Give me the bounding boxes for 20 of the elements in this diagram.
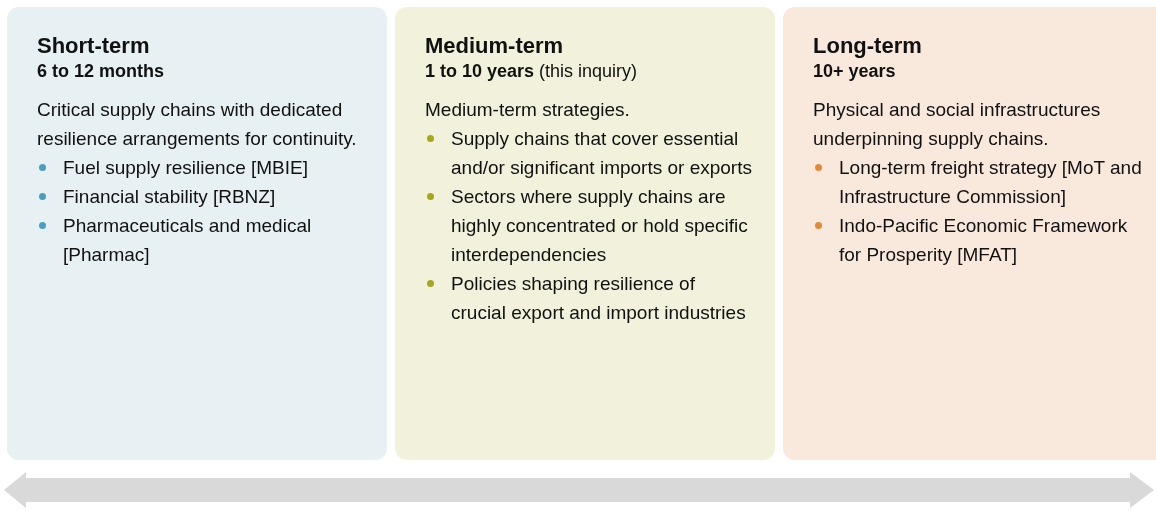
panel-heading: Short-term [37, 33, 151, 59]
bullet-item: Indo-Pacific Economic Framework for Prosperity [MFAT] [813, 211, 1148, 269]
bullet-item: Financial stability [RBNZ] [37, 182, 367, 211]
panel-heading: Long-term [813, 33, 923, 59]
bullet-item: Long-term freight strategy [MoT and Infrastructure Commission] [813, 153, 1148, 211]
time-period: 1 to 10 years (this inquiry) [425, 60, 639, 83]
panel-description: Critical supply chains with dedicated resilience arrangements for continuity. [37, 98, 358, 151]
bullet-item: Pharmaceuticals and medical [Pharmac] [37, 211, 367, 269]
bullet-item: Fuel supply resilience [MBIE] [37, 153, 367, 182]
bullet-item: Supply chains that cover essential and/or significant imports or exports [425, 124, 755, 182]
term-panel [783, 7, 1156, 460]
term-panel [7, 7, 387, 460]
panel-description: Medium-term strategies. [425, 98, 631, 122]
bullet-item: Policies shaping resilience of crucial export and import industries [425, 269, 755, 327]
panel-description: Physical and social infrastructures underpinning supply chains. [813, 98, 1102, 151]
time-period: 6 to 12 months [37, 60, 166, 83]
panel-heading: Medium-term [425, 33, 565, 59]
bullet-item: Sectors where supply chains are highly concentrated or hold specific interdependencies [425, 182, 755, 269]
term-panel [395, 7, 775, 460]
time-period: 10+ years [813, 60, 897, 83]
